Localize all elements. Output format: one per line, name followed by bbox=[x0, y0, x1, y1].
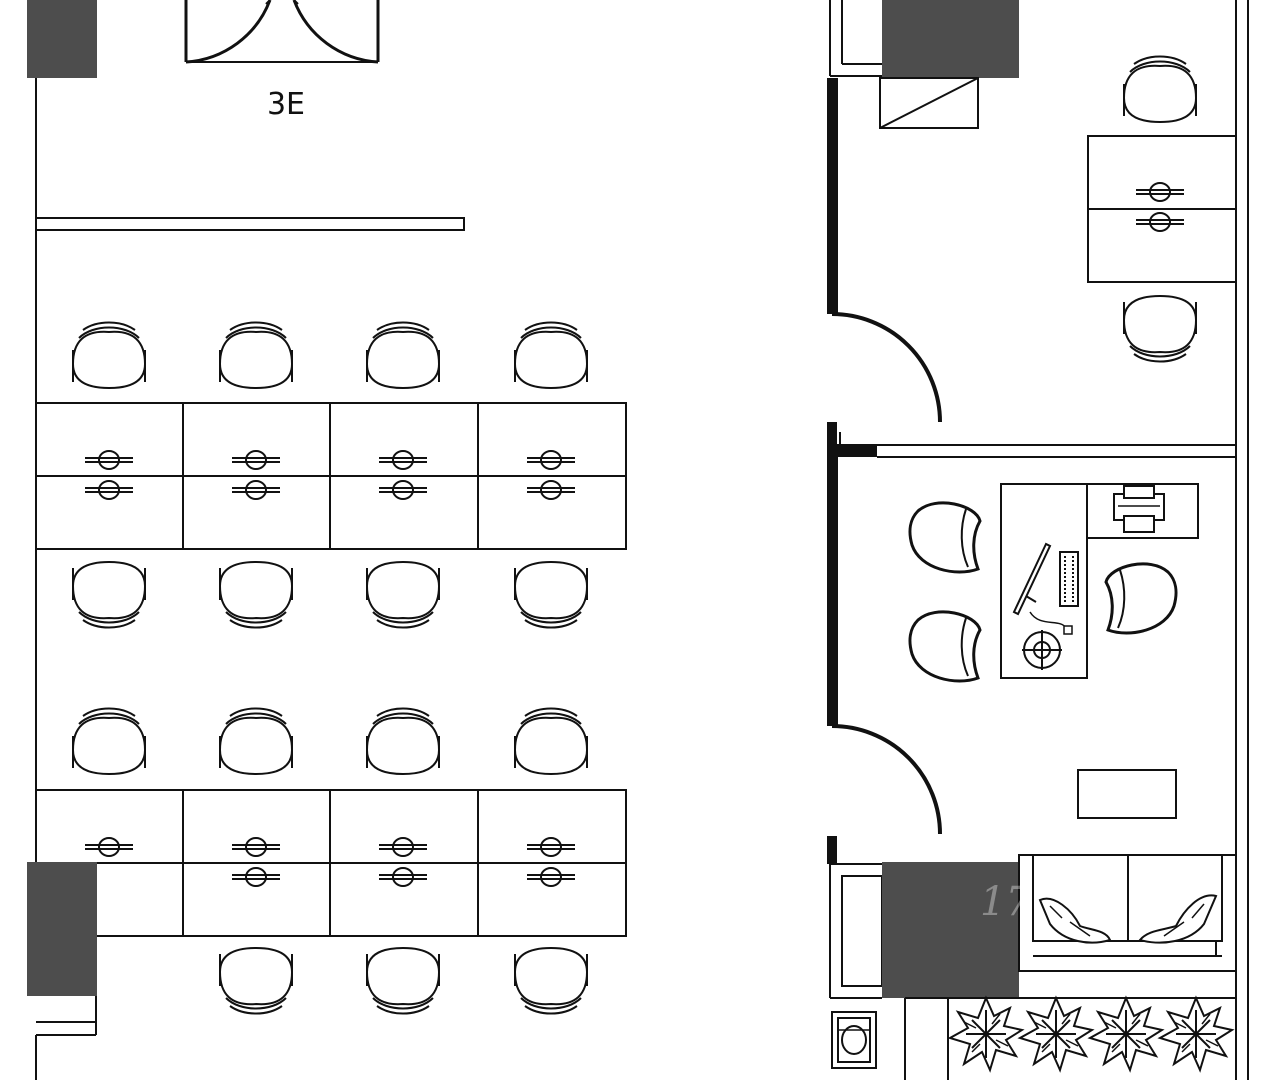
printer-icon bbox=[1113, 485, 1165, 533]
column bbox=[27, 0, 97, 78]
office-chair bbox=[219, 321, 293, 389]
lounge-chair bbox=[1104, 562, 1178, 635]
cushion-icon bbox=[1138, 894, 1218, 944]
office-chair bbox=[515, 562, 587, 628]
plant-icon bbox=[1159, 997, 1233, 1071]
sink-icon bbox=[831, 1011, 877, 1069]
office-chair bbox=[1124, 296, 1196, 362]
door[interactable] bbox=[831, 724, 942, 835]
office-chair bbox=[220, 948, 292, 1014]
office-chair bbox=[219, 707, 293, 775]
sofa bbox=[1018, 854, 1237, 972]
office-chair bbox=[514, 321, 588, 389]
plant-icon bbox=[1089, 997, 1163, 1071]
office-chair bbox=[1123, 55, 1197, 123]
room-label: 3E bbox=[267, 87, 305, 122]
planter bbox=[949, 997, 1233, 1071]
office-chair bbox=[220, 562, 292, 628]
lounge-chair bbox=[908, 610, 982, 683]
keyboard-icon bbox=[1059, 551, 1079, 607]
mouse-icon bbox=[1063, 625, 1073, 635]
door[interactable] bbox=[831, 312, 942, 423]
office-chair bbox=[515, 948, 587, 1014]
office-chair bbox=[72, 321, 146, 389]
column bbox=[882, 862, 1019, 998]
office-chair bbox=[514, 707, 588, 775]
coffee-table bbox=[1077, 769, 1177, 819]
phone-icon bbox=[1022, 630, 1062, 670]
executive-desk bbox=[1000, 483, 1199, 679]
plant-icon bbox=[1019, 997, 1093, 1071]
desk bbox=[1087, 135, 1237, 283]
office-chair bbox=[367, 562, 439, 628]
cushion-icon bbox=[1038, 897, 1112, 944]
column bbox=[882, 0, 1019, 78]
partition-wall bbox=[35, 217, 465, 231]
double-door[interactable] bbox=[184, 0, 380, 64]
right-offices: 17 bbox=[827, 0, 1249, 1080]
office-chair bbox=[72, 707, 146, 775]
left-office: 3E bbox=[27, 0, 627, 1080]
plant-icon bbox=[949, 997, 1023, 1071]
desk-block bbox=[35, 789, 627, 937]
desk-block bbox=[35, 402, 627, 550]
office-chair bbox=[366, 321, 440, 389]
watermark: 17 bbox=[980, 879, 1031, 925]
office-chair bbox=[366, 707, 440, 775]
lounge-chair bbox=[908, 501, 982, 574]
monitor-icon bbox=[1012, 542, 1052, 616]
office-chair bbox=[367, 948, 439, 1014]
office-chair bbox=[73, 562, 145, 628]
